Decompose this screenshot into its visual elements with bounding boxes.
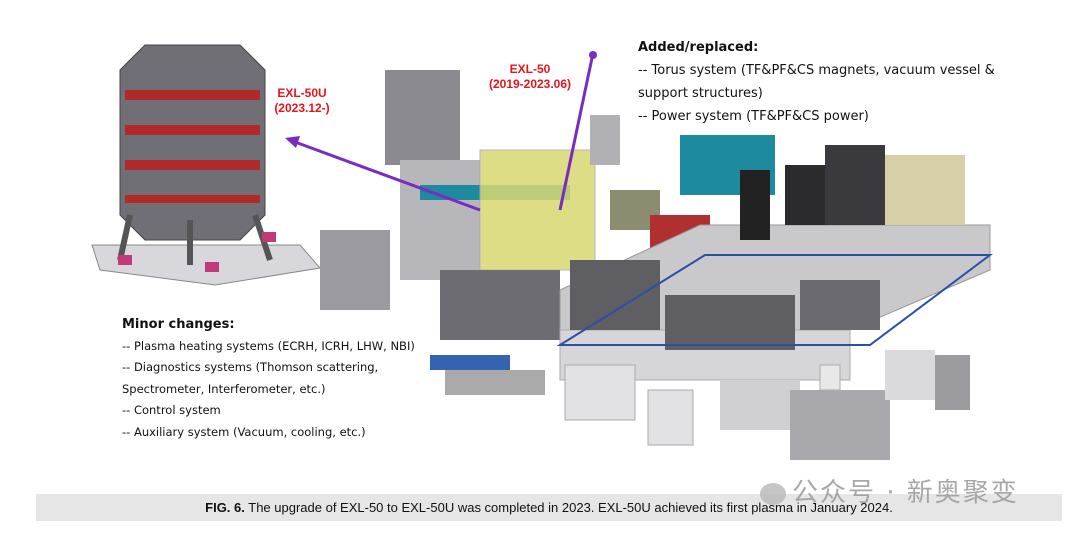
minor-title: Minor changes: (122, 317, 235, 332)
exl50-period: (2019-2023.06) (488, 77, 572, 91)
exl50u-name: EXL-50U (277, 86, 327, 100)
exl50-label: EXL-50 (2019-2023.06) (480, 62, 580, 92)
watermark-text: 公众号 · 新奥聚变 (792, 478, 1019, 508)
minor-item: -- Auxiliary system (Vacuum, cooling, et… (122, 424, 366, 439)
minor-item: -- Plasma heating systems (ECRH, ICRH, L… (122, 338, 415, 353)
caption-text: The upgrade of EXL-50 to EXL-50U was com… (244, 500, 893, 515)
added-item: -- Power system (TF&PF&CS power) (638, 109, 869, 124)
minor-item: -- Diagnostics systems (Thomson scatteri… (122, 360, 379, 374)
minor-item: Spectrometer, Interferometer, etc.) (122, 381, 326, 396)
wechat-icon (760, 482, 786, 505)
minor-changes-block: Minor changes: -- Plasma heating systems… (122, 314, 415, 443)
watermark: 公众号 · 新奥聚变 (760, 472, 1019, 509)
exl50-name: EXL-50 (509, 62, 551, 76)
added-item: -- Torus system (TF&PF&CS magnets, vacuu… (638, 63, 995, 78)
exl50u-label: EXL-50U (2023.12-) (272, 86, 332, 116)
caption-label: FIG. 6. (205, 500, 245, 515)
added-replaced-block: Added/replaced: -- Torus system (TF&PF&C… (638, 36, 995, 128)
exl50u-tokamak (91, 44, 321, 286)
minor-item: -- Control system (122, 403, 221, 417)
upgrade-arrows (285, 51, 597, 212)
figure-caption: FIG. 6. The upgrade of EXL-50 to EXL-50U… (36, 494, 1062, 521)
exl50u-period: (2023.12-) (274, 101, 330, 115)
added-item: support structures) (638, 86, 763, 101)
power-building (556, 135, 993, 460)
added-title: Added/replaced: (638, 40, 759, 55)
exl50-facility (320, 70, 710, 395)
